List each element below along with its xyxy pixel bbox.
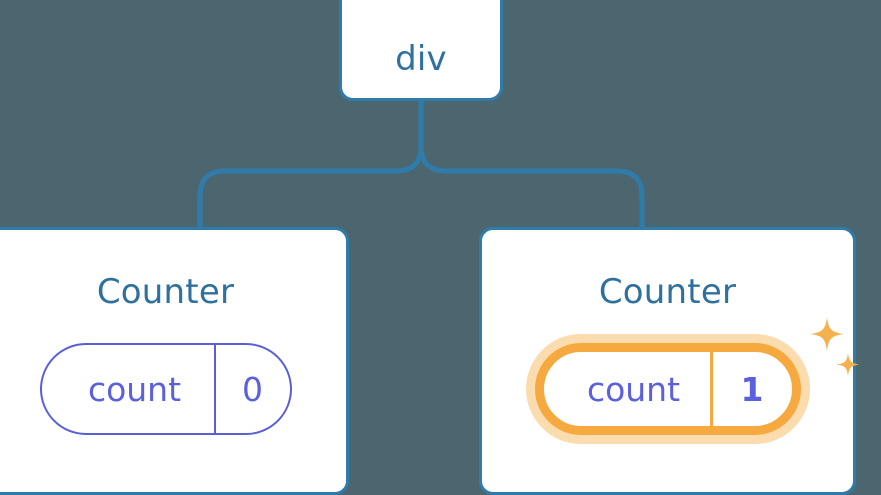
state-pill-left[interactable]: count 0: [39, 343, 292, 435]
state-pill-right-body: count 1: [534, 343, 801, 435]
state-pill-left-body: count 0: [39, 343, 292, 435]
state-key-left: count: [87, 369, 182, 409]
state-key-right: count: [586, 369, 681, 409]
root-node-label: div: [395, 39, 447, 79]
tree-node-counter-right[interactable]: Counter count 1: [479, 227, 859, 495]
tree-node-counter-left[interactable]: Counter count 0: [0, 227, 349, 495]
state-value-right: 1: [709, 352, 792, 426]
state-pill-right[interactable]: count 1: [534, 317, 859, 435]
sparkle-large-icon: [809, 317, 844, 351]
counter-left-title: Counter: [96, 272, 235, 312]
tree-node-root[interactable]: div: [339, 0, 503, 101]
counter-right-title: Counter: [598, 272, 737, 312]
state-value-left: 0: [213, 345, 290, 433]
sparkle-small-icon: [836, 353, 859, 376]
